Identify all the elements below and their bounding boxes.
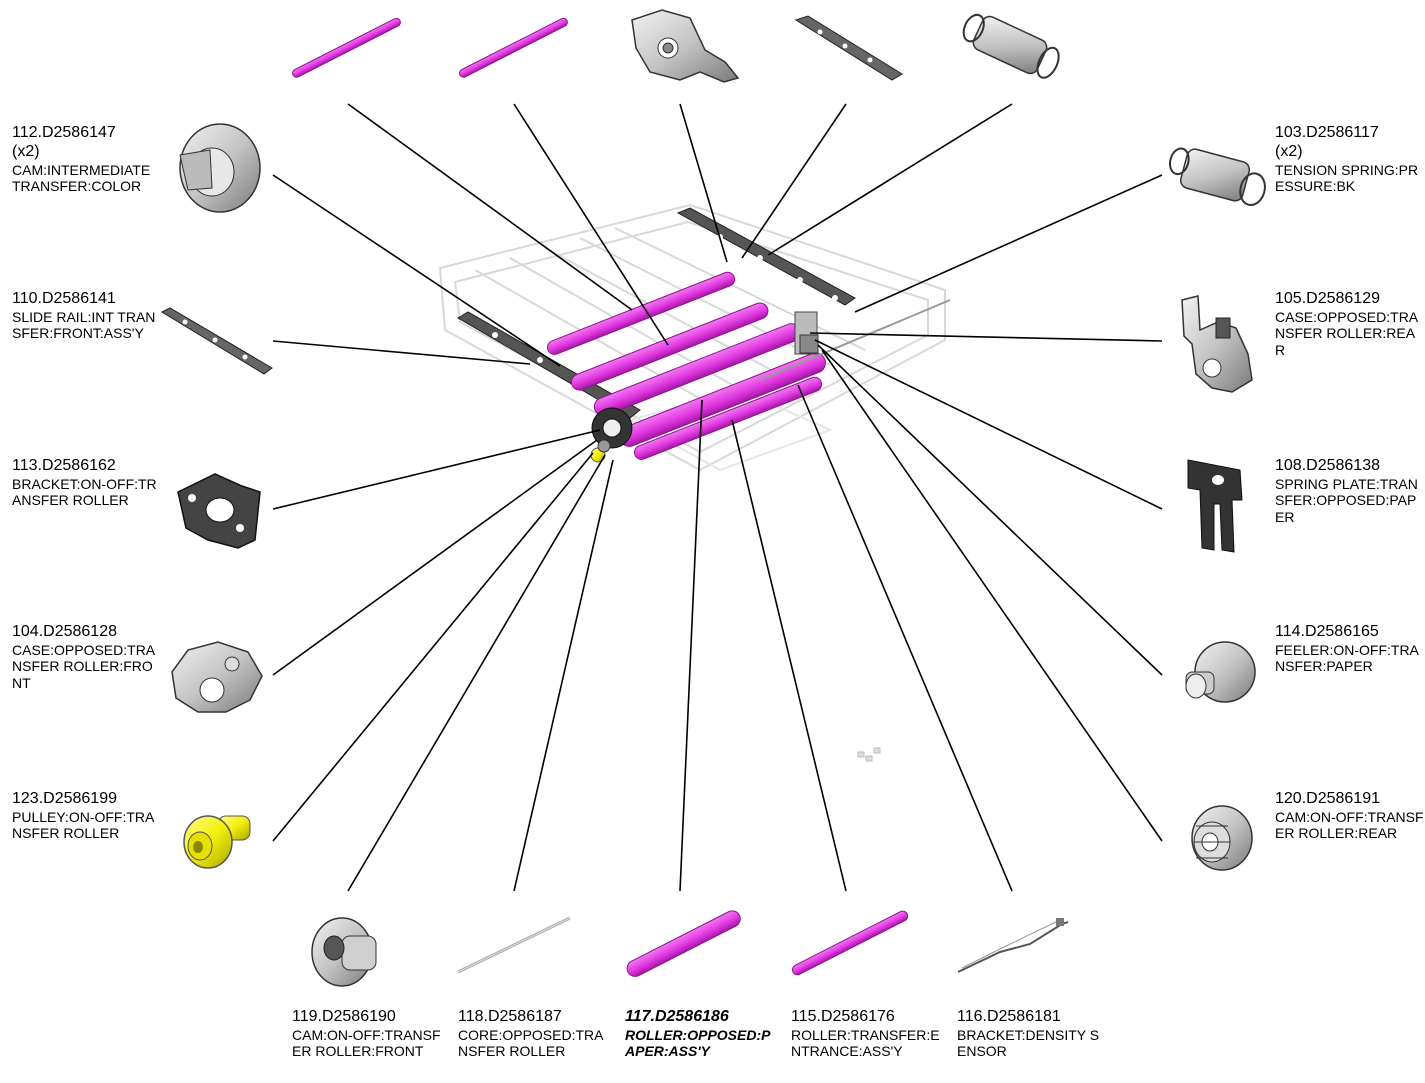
part-description: BRACKET:ON-OFF:TRANSFER ROLLER [12,475,157,509]
label-part-123: 123.D2586199 PULLEY:ON-OFF:TRANSFER ROLL… [12,790,162,842]
leader-113 [272,429,601,510]
label-part-119: 119.D2586190 CAM:ON-OFF:TRANSFER ROLLER:… [292,1008,442,1060]
part-113-bracket-icon [177,473,261,549]
top-case-part [631,9,740,83]
leader-top-case [679,103,728,263]
part-118-core-icon [457,916,571,974]
part-105-case-icon [1181,295,1253,393]
leader-117 [679,399,703,892]
leader-118 [513,459,614,892]
part-119-cam-icon [311,917,377,987]
part-112-cam-icon [179,123,261,213]
part-description: CASE:OPPOSED:TRANSFER ROLLER:REAR [1275,308,1419,358]
front-cam-cluster [590,407,633,463]
label-part-118: 118.D2586187 CORE:OPPOSED:TRANSFER ROLLE… [458,1008,608,1060]
label-part-103: 103.D2586117 (x2) TENSION SPRING:PRESSUR… [1275,124,1425,195]
leader-110 [272,340,531,365]
label-part-104: 104.D2586128 CASE:OPPOSED:TRANSFER ROLLE… [12,623,162,691]
label-part-116: 116.D2586181 BRACKET:DENSITY SENSOR [957,1008,1107,1060]
part-number: 113.D2586162 [12,457,116,474]
part-description: SLIDE RAIL:INT TRANSFER:FRONT:ASS'Y [12,308,156,342]
leader-119 [347,454,606,892]
part-description: FEELER:ON-OFF:TRANSFER:PAPER [1275,641,1419,675]
label-part-108: 108.D2586138 SPRING PLATE:TRANSFER:OPPOS… [1275,457,1425,525]
part-description: CASE:OPPOSED:TRANSFER ROLLER:FRONT [12,641,156,691]
label-part-110: 110.D2586141 SLIDE RAIL:INT TRANSFER:FRO… [12,290,162,342]
leader-lines [272,103,1163,892]
part-number: 115.D2586176 [791,1008,895,1025]
leader-top-spring [767,103,1013,256]
leader-108 [814,339,1163,510]
part-number: 123.D2586199 [12,790,117,807]
part-number: 110.D2586141 [12,290,116,307]
part-description: SPRING PLATE:TRANSFER:OPPOSED:PAPER [1275,475,1418,525]
label-part-117: 117.D2586186 ROLLER:OPPOSED:PAPER:ASS'Y [625,1008,775,1060]
label-part-113: 113.D2586162 BRACKET:ON-OFF:TRANSFER ROL… [12,457,162,509]
main-assembly [438,203,951,762]
part-number: 120.D2586191 [1275,790,1380,807]
leader-top-roller-2 [513,103,669,346]
part-description: CAM:ON-OFF:TRANSFER ROLLER:FRONT [292,1026,441,1060]
leader-top-roller-1 [347,103,633,311]
leader-114 [817,344,1163,676]
top-spring-part [962,13,1060,79]
part-number: 104.D2586128 [12,623,117,640]
part-number: 108.D2586138 [1275,457,1380,474]
part-number: 105.D2586129 [1275,290,1380,307]
leader-top-rail [741,103,847,259]
part-116-bracket-icon [957,918,1069,973]
part-number: 119.D2586190 [292,1008,396,1025]
part-description: BRACKET:DENSITY SENSOR [957,1026,1100,1060]
leader-104 [272,439,598,676]
leader-105 [809,332,1163,342]
top-roller-part-1 [292,17,401,78]
part-description: ROLLER:OPPOSED:PAPER:ASS'Y [625,1026,771,1060]
part-description: TENSION SPRING:PRESSURE:BK [1275,161,1419,195]
label-part-115: 115.D2586176 ROLLER:TRANSFER:ENTRANCE:AS… [791,1008,941,1060]
part-110-slide-rail-icon [160,307,273,375]
leader-103 [854,174,1163,313]
leader-115 [731,419,847,892]
top-roller-part-2 [459,17,568,78]
part-115-roller-icon [791,910,909,976]
part-description: ROLLER:TRANSFER:ENTRANCE:ASS'Y [791,1026,940,1060]
label-part-114: 114.D2586165 FEELER:ON-OFF:TRANSFER:PAPE… [1275,623,1425,675]
leader-123 [272,452,594,842]
leader-112 [272,174,561,367]
part-103-tension-spring-icon [1169,147,1266,206]
part-description: CAM:ON-OFF:TRANSFER ROLLER:REAR [1275,808,1424,842]
leader-116 [797,384,1013,892]
label-part-120: 120.D2586191 CAM:ON-OFF:TRANSFER ROLLER:… [1275,790,1425,842]
part-description: PULLEY:ON-OFF:TRANSFER ROLLER [12,808,155,842]
transfer-unit-frame [438,203,946,472]
leader-120 [821,349,1163,842]
small-stray-part [857,747,881,762]
label-part-105: 105.D2586129 CASE:OPPOSED:TRANSFER ROLLE… [1275,290,1425,358]
part-number: 118.D2586187 [458,1008,562,1025]
part-114-feeler-icon [1185,641,1256,703]
part-number: 112.D2586147 [12,124,116,141]
part-number: 114.D2586165 [1275,623,1379,640]
label-part-112: 112.D2586147 (x2) CAM:INTERMEDIATE TRANS… [12,124,162,195]
part-117-roller-icon [626,910,741,977]
part-description: CAM:INTERMEDIATE TRANSFER:COLOR [12,161,151,195]
assembly-rollers [547,271,826,460]
part-108-spring-plate-icon [1187,459,1243,553]
part-number: 103.D2586117 [1275,124,1379,141]
part-104-case-icon [171,641,263,713]
rear-case-cluster [759,299,951,381]
part-description: CORE:OPPOSED:TRANSFER ROLLER [458,1026,604,1060]
part-number: 117.D2586186 [625,1008,729,1025]
part-123-pulley-icon [183,815,251,869]
part-quantity: (x2) [1275,142,1303,160]
part-number: 116.D2586181 [957,1008,1061,1025]
part-120-cam-icon [1191,805,1253,871]
part-quantity: (x2) [12,142,40,160]
top-rail-part [794,15,903,81]
